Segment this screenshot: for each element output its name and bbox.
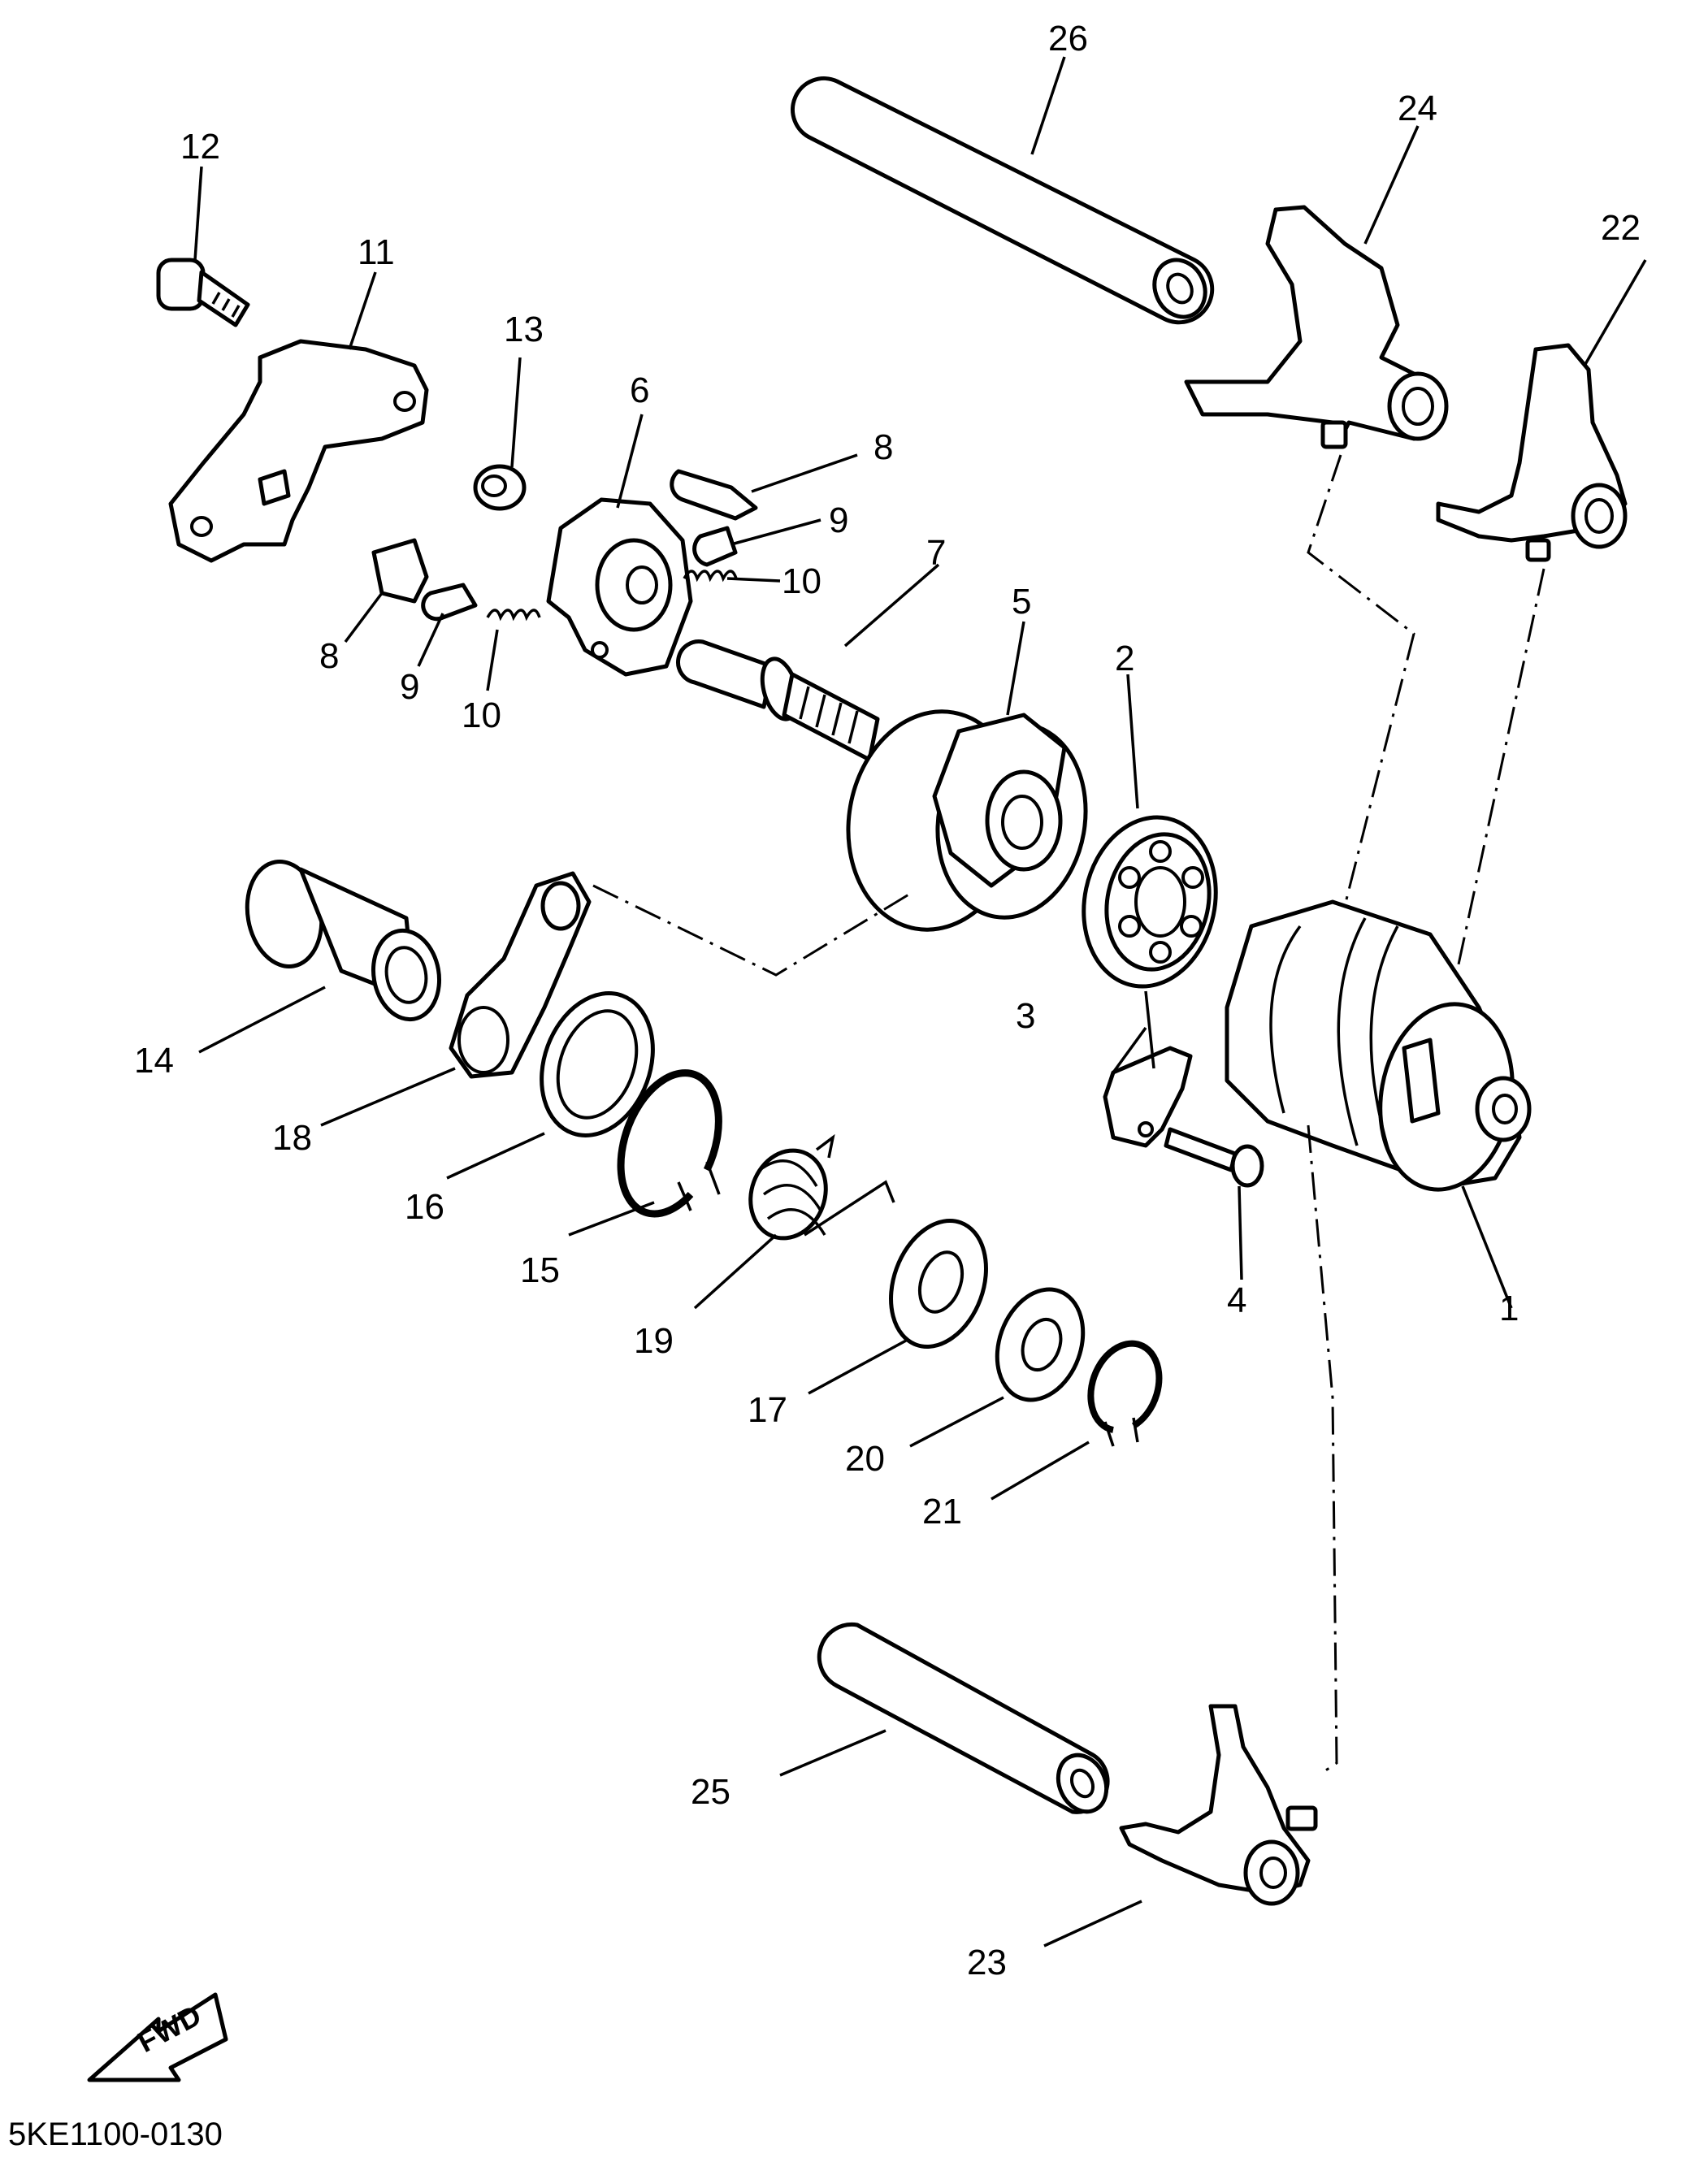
part-9-pin-right (692, 526, 738, 567)
part-26-shift-fork-shaft-upper (791, 76, 1215, 325)
callout-7: 7 (926, 533, 946, 573)
part-21-circlip (1087, 1340, 1163, 1447)
callout-10-upper: 10 (782, 561, 821, 601)
callout-9-lower: 9 (400, 667, 419, 707)
fwd-arrow-icon: FWD (87, 1992, 228, 2082)
part-6-segment (546, 497, 693, 677)
callout-8-lower: 8 (319, 636, 339, 676)
callout-26: 26 (1048, 19, 1088, 58)
callout-3: 3 (1016, 996, 1035, 1036)
part-22-shift-fork (1436, 343, 1628, 562)
drawing-code: 5KE1100-0130 (8, 2117, 223, 2152)
part-20-washer (995, 1287, 1086, 1402)
part-2-bearing (1082, 815, 1218, 989)
part-16-washer (540, 991, 655, 1137)
part-10-spring-left (486, 609, 541, 622)
part-9-pin-left (421, 583, 478, 622)
part-8-pawl-left (371, 538, 429, 604)
part-19-torsion-spring (748, 1133, 895, 1241)
callout-4: 4 (1227, 1280, 1246, 1320)
callout-23: 23 (967, 1943, 1007, 1982)
callout-20: 20 (845, 1439, 885, 1479)
leader-lines (193, 56, 1647, 1948)
part-4-screw (1164, 1127, 1264, 1188)
callout-16: 16 (405, 1187, 444, 1227)
callout-1: 1 (1499, 1289, 1519, 1328)
callout-5: 5 (1012, 582, 1031, 622)
part-7-stud (676, 639, 880, 762)
part-8-pawl-right (670, 469, 758, 521)
callout-2: 2 (1115, 639, 1134, 678)
callout-25: 25 (691, 1772, 730, 1812)
callout-6: 6 (630, 370, 649, 410)
part-24-shift-fork (1184, 205, 1449, 449)
callout-22: 22 (1601, 208, 1641, 248)
part-12-bolt (156, 258, 250, 327)
callout-19: 19 (634, 1321, 674, 1361)
callout-17: 17 (748, 1390, 787, 1430)
part-5-shift-drum-segment (846, 709, 1088, 932)
part-15-circlip (617, 1069, 722, 1218)
callout-11: 11 (358, 232, 395, 272)
callout-24: 24 (1398, 89, 1437, 128)
callout-15: 15 (520, 1250, 560, 1290)
callout-labels: 26 24 22 12 11 13 6 8 9 10 7 5 2 8 9 10 … (134, 19, 1641, 1982)
part-3-stopper-plate (1103, 1046, 1193, 1148)
part-13-collar (473, 464, 527, 511)
part-25-shift-fork-shaft-lower (817, 1622, 1110, 1814)
callout-13: 13 (504, 310, 544, 349)
part-10-spring-right (683, 570, 738, 583)
part-11-plate (168, 339, 429, 563)
part-14-collar-shaft (245, 860, 442, 1022)
part-17-washer (889, 1219, 988, 1349)
callout-18: 18 (272, 1118, 312, 1158)
callout-14: 14 (134, 1041, 174, 1081)
callout-21: 21 (922, 1492, 962, 1532)
part-1-shift-drum (1225, 899, 1532, 1192)
callout-9-upper: 9 (829, 500, 848, 540)
callout-10-lower: 10 (462, 695, 501, 735)
callout-12: 12 (180, 127, 220, 167)
part-18-arm-lever (449, 871, 592, 1079)
assembly-lines (592, 454, 1545, 1773)
part-23-shift-fork (1119, 1704, 1318, 1906)
callout-8-upper: 8 (874, 427, 893, 467)
